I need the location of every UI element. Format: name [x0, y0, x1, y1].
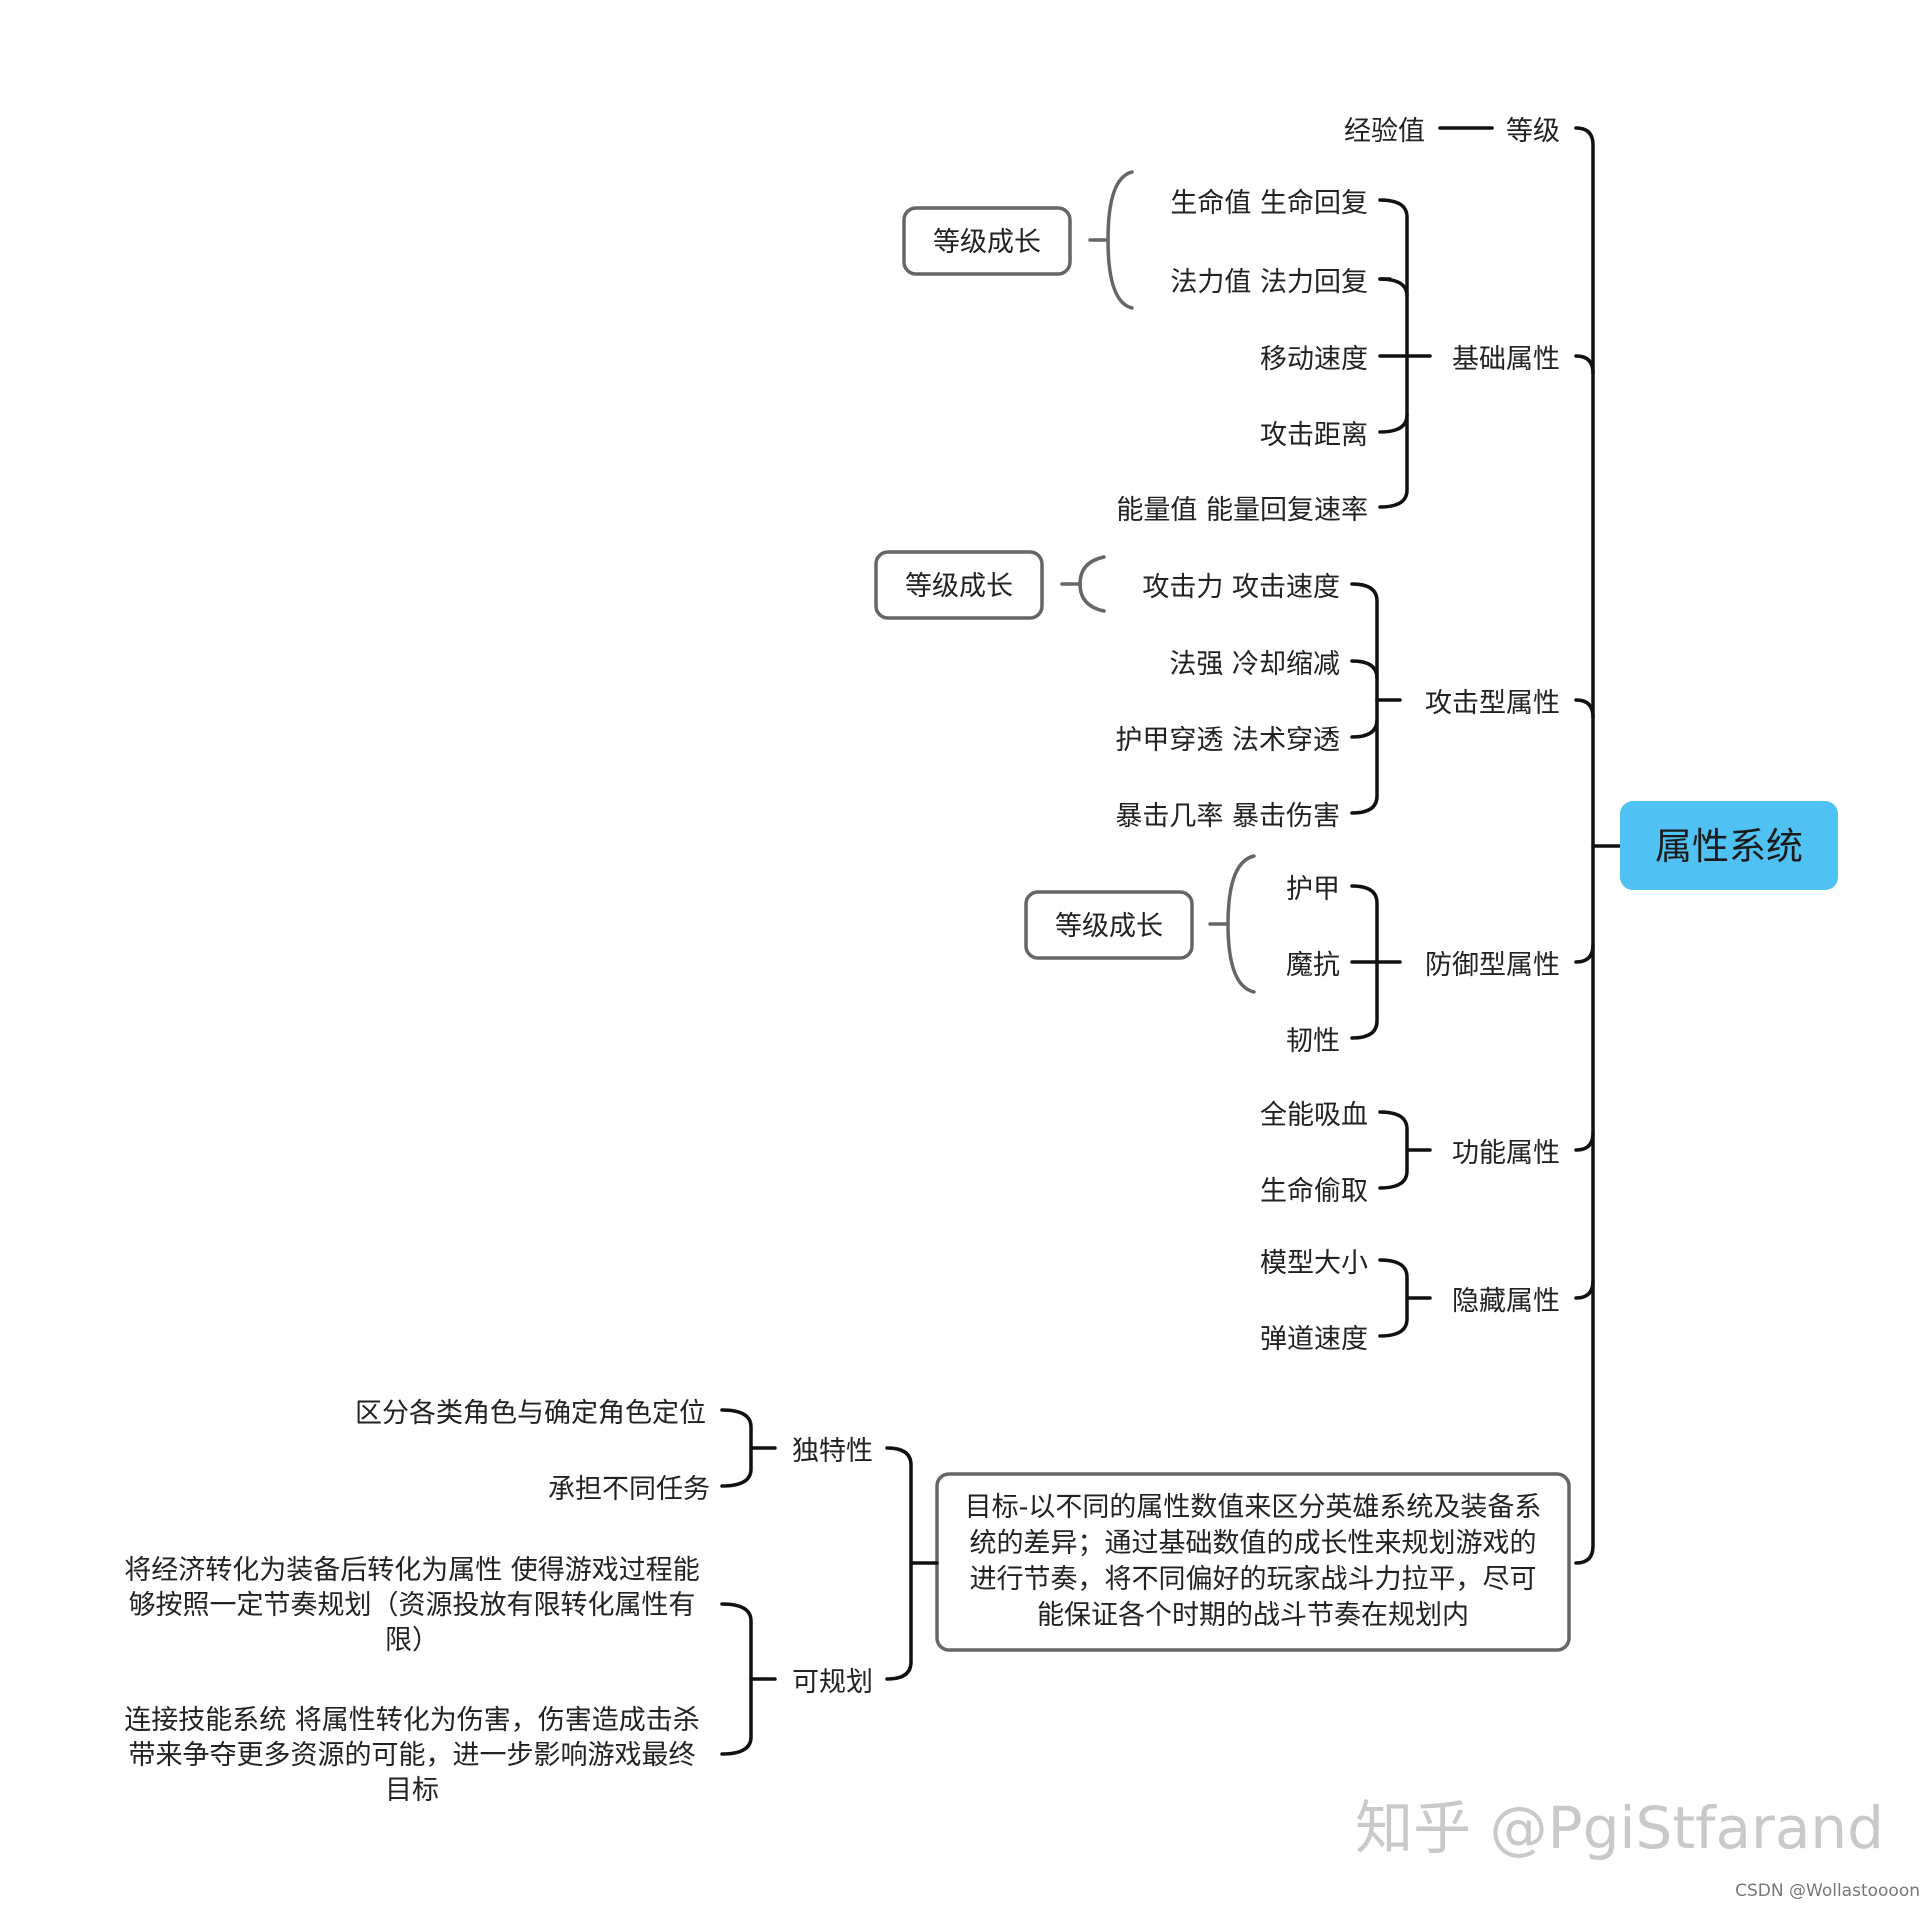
- growth-label: 等级成长: [933, 227, 1041, 258]
- function-label: 功能属性: [1452, 1138, 1560, 1169]
- defense-item: 护甲: [1286, 874, 1340, 905]
- branch-hidden[interactable]: 隐藏属性 模型大小 弹道速度: [1260, 1248, 1560, 1355]
- plan-item-line: 够按照一定节奏规划（资源投放有限转化属性有: [129, 1590, 696, 1621]
- goal-line: 目标-以不同的属性数值来区分英雄系统及装备系: [965, 1492, 1542, 1523]
- basic-item: 攻击距离: [1260, 420, 1368, 451]
- function-item: 全能吸血: [1260, 1100, 1368, 1131]
- attack-item: 护甲穿透 法术穿透: [1115, 725, 1340, 756]
- plan-item-line: 目标: [385, 1775, 439, 1806]
- growth-box[interactable]: [874, 550, 1044, 620]
- growth-label: 等级成长: [1055, 911, 1163, 942]
- growth-label: 等级成长: [905, 571, 1013, 602]
- basic-item: 移动速度: [1260, 344, 1368, 375]
- branch-function[interactable]: 功能属性 全能吸血 生命偷取: [1260, 1100, 1560, 1207]
- branch-attack[interactable]: 攻击型属性 攻击力 攻击速度 法强 冷却缩减 护甲穿透 法术穿透 暴击几率 暴击…: [874, 550, 1560, 832]
- unique-item: 承担不同任务: [548, 1474, 710, 1505]
- plan-item-line: 连接技能系统 将属性转化为伤害，伤害造成击杀: [124, 1705, 700, 1736]
- defense-item: 韧性: [1286, 1026, 1340, 1057]
- attack-item: 暴击几率 暴击伤害: [1115, 801, 1340, 832]
- basic-item: 法力值 法力回复: [1170, 267, 1368, 298]
- root-label: 属性系统: [1655, 825, 1803, 868]
- unique-label: 独特性: [792, 1436, 873, 1467]
- credit: CSDN @Wollastoooon: [1735, 1881, 1920, 1901]
- hidden-label: 隐藏属性: [1452, 1286, 1560, 1317]
- goal-line: 能保证各个时期的战斗节奏在规划内: [1037, 1600, 1469, 1631]
- hidden-item: 弹道速度: [1260, 1324, 1368, 1355]
- branch-basic[interactable]: 基础属性 生命值 生命回复 法力值 法力回复 移动速度 攻击距离 能量值 能量回…: [902, 170, 1560, 526]
- root-node[interactable]: 属性系统: [1620, 801, 1838, 890]
- goal-line: 进行节奏，将不同偏好的玩家战斗力拉平，尽可: [970, 1564, 1537, 1595]
- attack-item: 攻击力 攻击速度: [1142, 572, 1340, 603]
- plan-label: 可规划: [792, 1667, 873, 1698]
- basic-item: 生命值 生命回复: [1170, 188, 1368, 219]
- watermark: 知乎 @PgiStfarand: [1355, 1794, 1884, 1862]
- unique-item: 区分各类角色与确定角色定位: [355, 1398, 706, 1429]
- growth-box[interactable]: [1024, 890, 1194, 960]
- level-label: 等级: [1506, 116, 1560, 147]
- branch-level[interactable]: 等级 经验值: [1344, 116, 1560, 147]
- attack-label: 攻击型属性: [1425, 688, 1560, 719]
- level-child-label: 经验值: [1344, 116, 1425, 147]
- defense-item: 魔抗: [1286, 950, 1340, 981]
- hidden-item: 模型大小: [1260, 1248, 1368, 1279]
- plan-item-line: 限）: [385, 1625, 439, 1656]
- basic-label: 基础属性: [1452, 344, 1560, 375]
- branch-defense[interactable]: 防御型属性 护甲 魔抗 韧性 等级成长: [1024, 854, 1560, 1057]
- plan-item-line: 将经济转化为装备后转化为属性 使得游戏过程能: [124, 1555, 700, 1586]
- goal-line: 统的差异；通过基础数值的成长性来规划游戏的: [970, 1528, 1537, 1559]
- root-node-box: [1620, 801, 1838, 890]
- spine-connectors: [1574, 126, 1622, 1565]
- function-item: 生命偷取: [1260, 1176, 1368, 1207]
- attack-item: 法强 冷却缩减: [1169, 649, 1340, 680]
- plan-item-line: 带来争夺更多资源的可能，进一步影响游戏最终: [129, 1740, 696, 1771]
- growth-box[interactable]: [902, 206, 1072, 276]
- basic-item: 能量值 能量回复速率: [1116, 495, 1368, 526]
- defense-label: 防御型属性: [1425, 950, 1560, 981]
- branch-goal[interactable]: 目标-以不同的属性数值来区分英雄系统及装备系 统的差异；通过基础数值的成长性来规…: [124, 1398, 1571, 1806]
